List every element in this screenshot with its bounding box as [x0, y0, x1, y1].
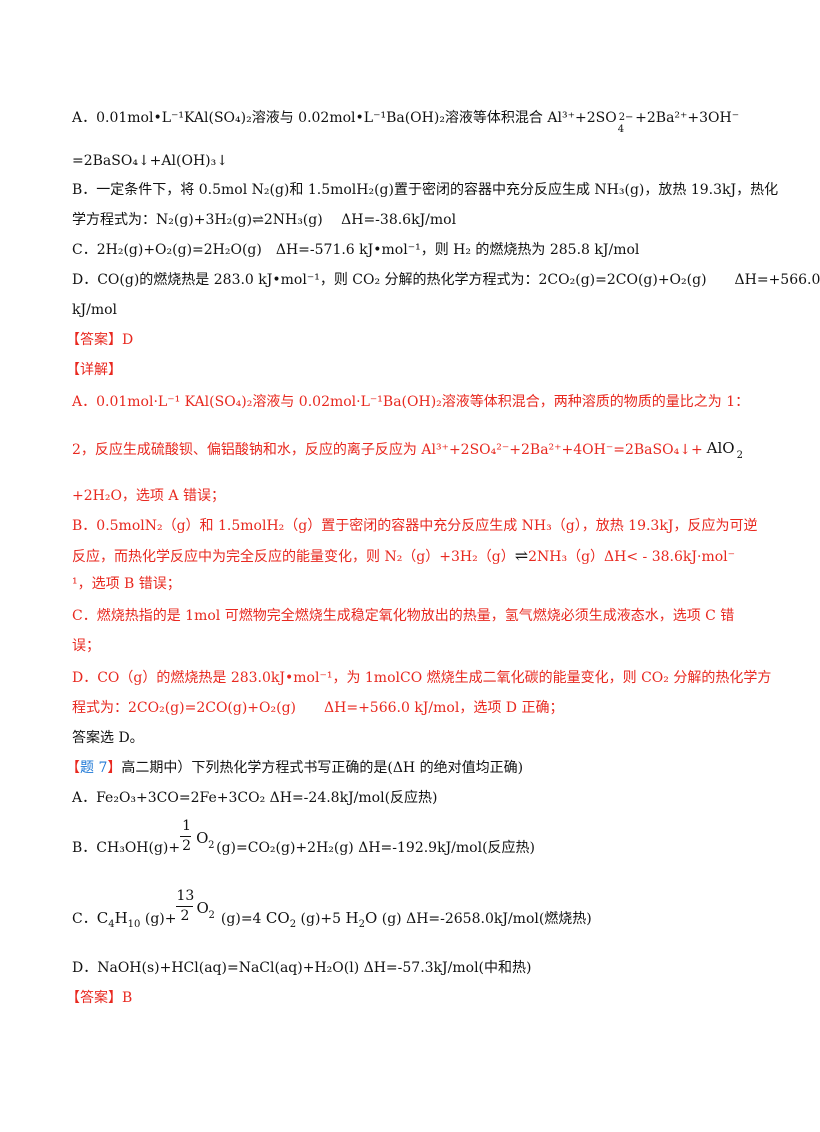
q6-option-a-line2: =2BaSO₄↓+Al(OH)₃↓: [72, 153, 228, 169]
hydrogen-subscript: 10: [127, 919, 141, 930]
q6-option-d-line1: D．CO(g)的燃烧热是 283.0 kJ•mol⁻¹，则 CO₂ 分解的热化学…: [72, 272, 820, 288]
q7-option-c-g1: (g)+: [140, 911, 177, 927]
fraction-numerator: 13: [176, 888, 195, 904]
water-o-symbol: O: [364, 909, 378, 927]
q7-option-c-mid2: (g)+5: [296, 911, 346, 927]
q7-option-d: D．NaOH(s)+HCl(aq)=NaCl(aq)+H₂O(l) ΔH=-57…: [72, 960, 532, 976]
explain-b-line2: 反应，而热化学反应中为完全反应的能量变化，则 N₂（g）+3H₂（g）⇌2NH₃…: [72, 546, 735, 567]
explain-b-tail: 2NH₃（g）ΔH< - 38.6kJ·mol⁻: [528, 549, 736, 565]
q7-option-b-prefix: B．CH₃OH(g)+: [72, 840, 181, 856]
q7-option-c: C．C4H10 (g)+ 13 2 O 2 (g)=4 CO2 (g)+5 H2…: [72, 888, 592, 931]
equilibrium-arrow: ⇌: [514, 546, 529, 565]
q7-label: 题 7: [80, 760, 108, 776]
q7-bracket-close: 】: [107, 760, 122, 776]
water-h-symbol: H: [345, 909, 359, 927]
so4-subscript: 4: [617, 124, 625, 135]
explain-a-line3: +2H₂O，选项 A 错误；: [72, 488, 225, 504]
q7-option-c-mid: (g)=4: [216, 911, 266, 927]
explain-a-line2: 2，反应生成硫酸钡、偏铝酸钠和水，反应的离子反应为 Al³⁺+2SO₄²⁻+2B…: [72, 439, 743, 461]
oxygen-symbol: O: [196, 829, 209, 847]
fraction-numerator: 1: [182, 818, 192, 834]
alo2-formula: AlO: [706, 439, 735, 457]
oxygen-subscript: 2: [208, 910, 215, 921]
fraction-denominator: 2: [180, 908, 190, 924]
explain-b-line1: B．0.5molN₂（g）和 1.5molH₂（g）置于密闭的容器中充分反应生成…: [72, 518, 758, 534]
final-answer: 答案选 D。: [72, 730, 144, 746]
q6-option-a-text: A．0.01mol•L⁻¹KAl(SO₄)₂溶液与 0.02mol•L⁻¹Ba(…: [72, 110, 617, 126]
q7-option-b: B．CH₃OH(g)+ 1 2 O 2 (g)=CO₂(g)+2H₂(g) ΔH…: [72, 818, 536, 858]
so4-charge: 2−: [618, 112, 634, 123]
q7-answer: 【答案】B: [66, 988, 132, 1008]
carbon-symbol: C: [96, 909, 109, 927]
q6-option-b-line1: B．一定条件下，将 0.5mol N₂(g)和 1.5molH₂(g)置于密闭的…: [72, 182, 779, 198]
q7-option-c-tail: (g) ΔH=-2658.0kJ/mol(燃烧热): [377, 911, 592, 927]
answer-value: D: [122, 332, 134, 348]
hydrogen-symbol: H: [114, 909, 128, 927]
q6-option-d-line2: kJ/mol: [72, 302, 117, 318]
q6-option-c: C．2H₂(g)+O₂(g)=2H₂O(g) ΔH=-571.6 kJ•mol⁻…: [72, 242, 640, 258]
explain-c-line2: 误；: [72, 638, 100, 654]
q7-option-a: A．Fe₂O₃+3CO=2Fe+3CO₂ ΔH=-24.8kJ/mol(反应热): [72, 790, 438, 806]
q7-title-text: 高二期中）下列热化学方程式书写正确的是(ΔH 的绝对值均正确): [121, 760, 524, 776]
explain-a-line1: A．0.01mol·L⁻¹ KAl(SO₄)₂溶液与 0.02mol·L⁻¹Ba…: [72, 394, 750, 410]
water-subscript: 2: [358, 919, 365, 930]
answer-label: 【答案】: [66, 990, 122, 1006]
explain-b-text: 反应，而热化学反应中为完全反应的能量变化，则 N₂（g）+3H₂（g）: [72, 549, 515, 565]
explain-b-line3: ¹，选项 B 错误；: [72, 576, 181, 592]
explain-a-text: 2，反应生成硫酸钡、偏铝酸钠和水，反应的离子反应为 Al³⁺+2SO₄²⁻+2B…: [72, 442, 703, 458]
q7-title: 【题 7】高二期中）下列热化学方程式书写正确的是(ΔH 的绝对值均正确): [66, 758, 523, 778]
explain-d-line2: 程式为：2CO₂(g)=2CO(g)+O₂(g) ΔH=+566.0 kJ/mo…: [72, 700, 564, 716]
fraction-bar: [180, 836, 192, 837]
oxygen-subscript: 2: [208, 840, 215, 851]
q7-option-b-tail: (g)=CO₂(g)+2H₂(g) ΔH=-192.9kJ/mol(反应热): [216, 840, 536, 856]
explain-c-line1: C．燃烧热指的是 1mol 可燃物完全燃烧生成稳定氧化物放出的热量，氢气燃烧必须…: [72, 608, 735, 624]
answer-value: B: [122, 990, 133, 1006]
q6-answer: 【答案】D: [66, 330, 133, 350]
q7-bracket-open: 【: [66, 760, 80, 776]
q7-option-c-prefix: C．: [72, 911, 97, 927]
fraction-denominator: 2: [182, 838, 192, 854]
carbon-subscript: 4: [108, 919, 115, 930]
answer-label: 【答案】: [66, 332, 122, 348]
fraction-half: 1 2: [180, 818, 192, 858]
explain-d-line1: D．CO（g）的燃烧热是 283.0kJ•mol⁻¹，为 1molCO 燃烧生成…: [72, 670, 772, 686]
fraction-bar: [176, 906, 194, 907]
co2-symbol: CO: [265, 909, 290, 927]
co2-subscript: 2: [289, 919, 297, 930]
detail-label: 【详解】: [66, 362, 122, 378]
oxygen-symbol: O: [196, 899, 209, 917]
fraction-thirteen-halves: 13 2: [176, 888, 194, 928]
q6-option-a-tail: +2Ba²⁺+3OH⁻: [630, 110, 740, 126]
alo2-subscript: 2: [736, 450, 744, 461]
q6-option-a: A．0.01mol•L⁻¹KAl(SO₄)₂溶液与 0.02mol•L⁻¹Ba(…: [72, 108, 740, 135]
q6-option-b-line2: 学方程式为：N₂(g)+3H₂(g)⇌2NH₃(g) ΔH=-38.6kJ/mo…: [72, 212, 457, 228]
